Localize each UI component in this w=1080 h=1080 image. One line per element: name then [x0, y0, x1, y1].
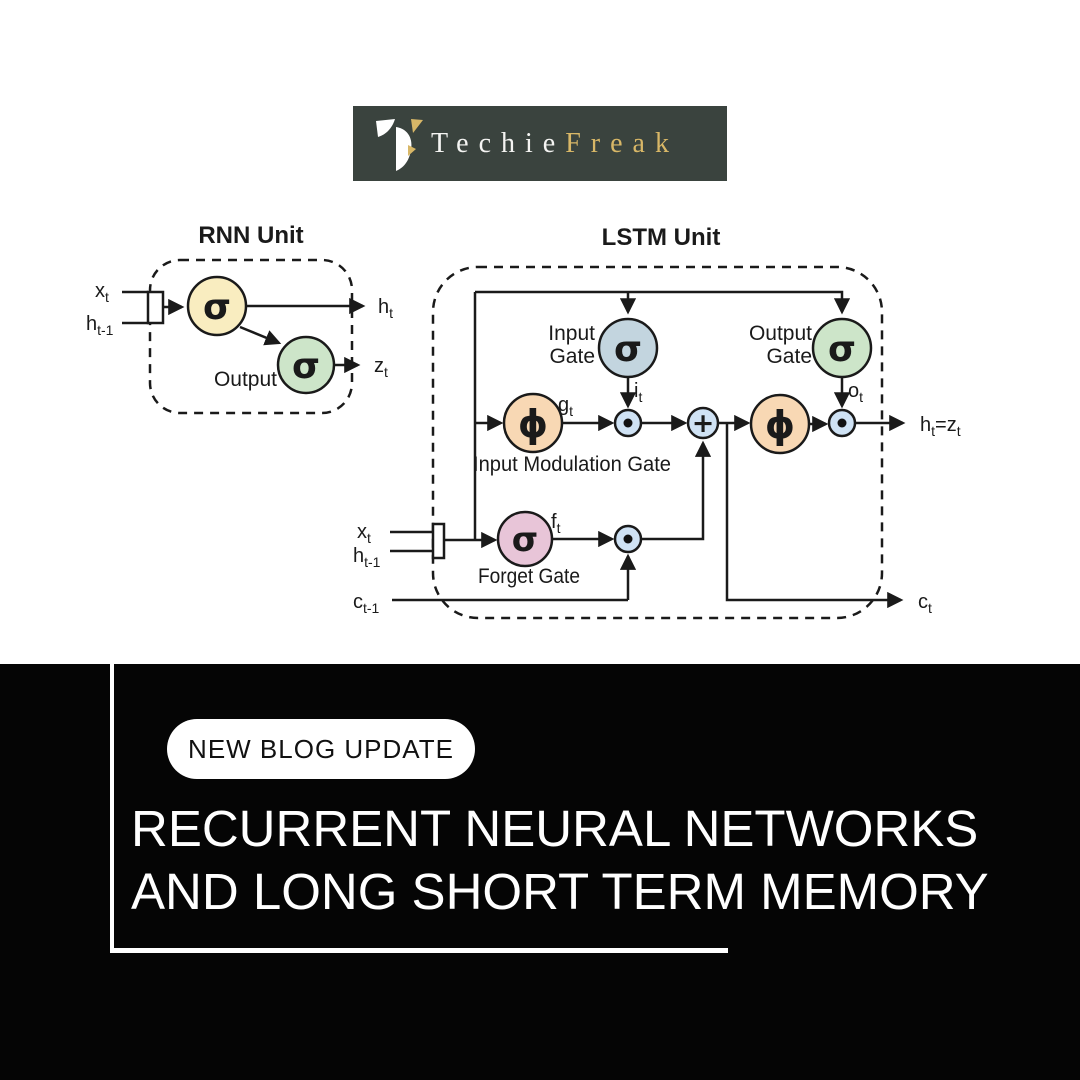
- lstm-boundary-box: [431, 265, 884, 620]
- lstm-output-gate-sigma: σ: [828, 329, 856, 370]
- brand-name: TechieFreak: [431, 106, 679, 181]
- lstm-mult3-dot: [623, 534, 633, 544]
- lstm-input-gate-label-line2: Gate: [549, 345, 595, 368]
- lstm-input-gate-label-line1: Input: [548, 322, 595, 345]
- rnn-concat-box: [146, 290, 165, 325]
- lstm-phi2-symbol: ϕ: [765, 403, 795, 447]
- lstm-forget-gate-node: [496, 510, 554, 568]
- lstm-label-c-in: ct-1: [353, 591, 380, 616]
- lstm-input-gate-sigma: σ: [614, 329, 642, 370]
- rnn-arrow-diagonal: [239, 325, 282, 346]
- lstm-plus-node: [686, 406, 720, 440]
- blog-title-line2: AND LONG SHORT TERM MEMORY: [131, 863, 989, 920]
- rnn-unit: RNN Unit σ σ Output xt ht-1 ht zt: [86, 222, 393, 415]
- lstm-phi2-node: [749, 393, 811, 455]
- rnn-label-h-out: ht: [378, 296, 393, 321]
- lstm-mult1-dot: [623, 418, 633, 428]
- brand-name-primary: Techie: [431, 128, 566, 159]
- blog-title-line1: RECURRENT NEURAL NETWORKS: [131, 800, 979, 857]
- lstm-concat-box: [431, 522, 446, 560]
- lstm-plus-symbol: +: [692, 408, 715, 439]
- lstm-unit: LSTM Unit σ: [353, 224, 961, 620]
- lstm-label-c-out: ct: [918, 591, 932, 616]
- rnn-label-x-in: xt: [95, 280, 109, 305]
- rnn-title: RNN Unit: [198, 222, 303, 249]
- lstm-cell-out-line: [725, 423, 904, 609]
- lstm-phi1-node: [502, 392, 564, 454]
- accent-line-horizontal: [110, 948, 728, 953]
- rnn-label-z-out: zt: [374, 355, 388, 380]
- lstm-output-gate-node: [811, 317, 873, 379]
- lstm-forget-gate-sigma: σ: [512, 520, 538, 560]
- lstm-label-o: ot: [848, 380, 863, 405]
- rnn-boundary-box: [148, 258, 354, 415]
- lstm-input-gate-node: [597, 317, 659, 379]
- rnn-output-sigma-node: [276, 335, 336, 395]
- lstm-label-f: ft: [551, 511, 561, 536]
- blog-title: RECURRENT NEURAL NETWORKS AND LONG SHORT…: [131, 797, 989, 923]
- lstm-label-i: it: [634, 380, 642, 405]
- rnn-lstm-diagram: RNN Unit σ σ Output xt ht-1 ht zt LSTM U…: [86, 222, 961, 620]
- lstm-modulation-gate-label: Input Modulation Gate: [473, 453, 671, 476]
- rnn-output-label: Output: [214, 368, 277, 391]
- rnn-sigma-symbol: σ: [203, 287, 231, 328]
- new-blog-badge: NEW BLOG UPDATE: [167, 719, 475, 779]
- lstm-output-gate-label-line2: Gate: [766, 345, 812, 368]
- lstm-forget-gate-label: Forget Gate: [478, 565, 580, 588]
- footer-band: NEW BLOG UPDATE RECURRENT NEURAL NETWORK…: [0, 664, 1080, 1080]
- lstm-mult2-dot: [837, 418, 847, 428]
- rnn-output-sigma-symbol: σ: [292, 346, 320, 387]
- lstm-top-recurrent-line: [475, 290, 851, 315]
- rnn-label-h-in: ht-1: [86, 313, 114, 338]
- new-blog-badge-label: NEW BLOG UPDATE: [188, 733, 454, 764]
- lstm-label-h-in: ht-1: [353, 545, 381, 570]
- brand-logo-icon: [376, 119, 423, 171]
- lstm-arrow-mult3-to-plus: [641, 440, 712, 541]
- lstm-label-x-in: xt: [357, 521, 371, 546]
- lstm-label-h-out: ht=zt: [920, 414, 961, 439]
- lstm-phi1-symbol: ϕ: [518, 402, 548, 446]
- lstm-label-g: gt: [558, 394, 573, 419]
- accent-line-vertical: [110, 664, 114, 953]
- rnn-hidden-sigma-node: [186, 275, 248, 337]
- brand-banner: TechieFreak: [353, 106, 727, 181]
- lstm-output-gate-label-line1: Output: [749, 322, 812, 345]
- lstm-title: LSTM Unit: [602, 224, 721, 251]
- brand-name-secondary: Freak: [565, 128, 679, 159]
